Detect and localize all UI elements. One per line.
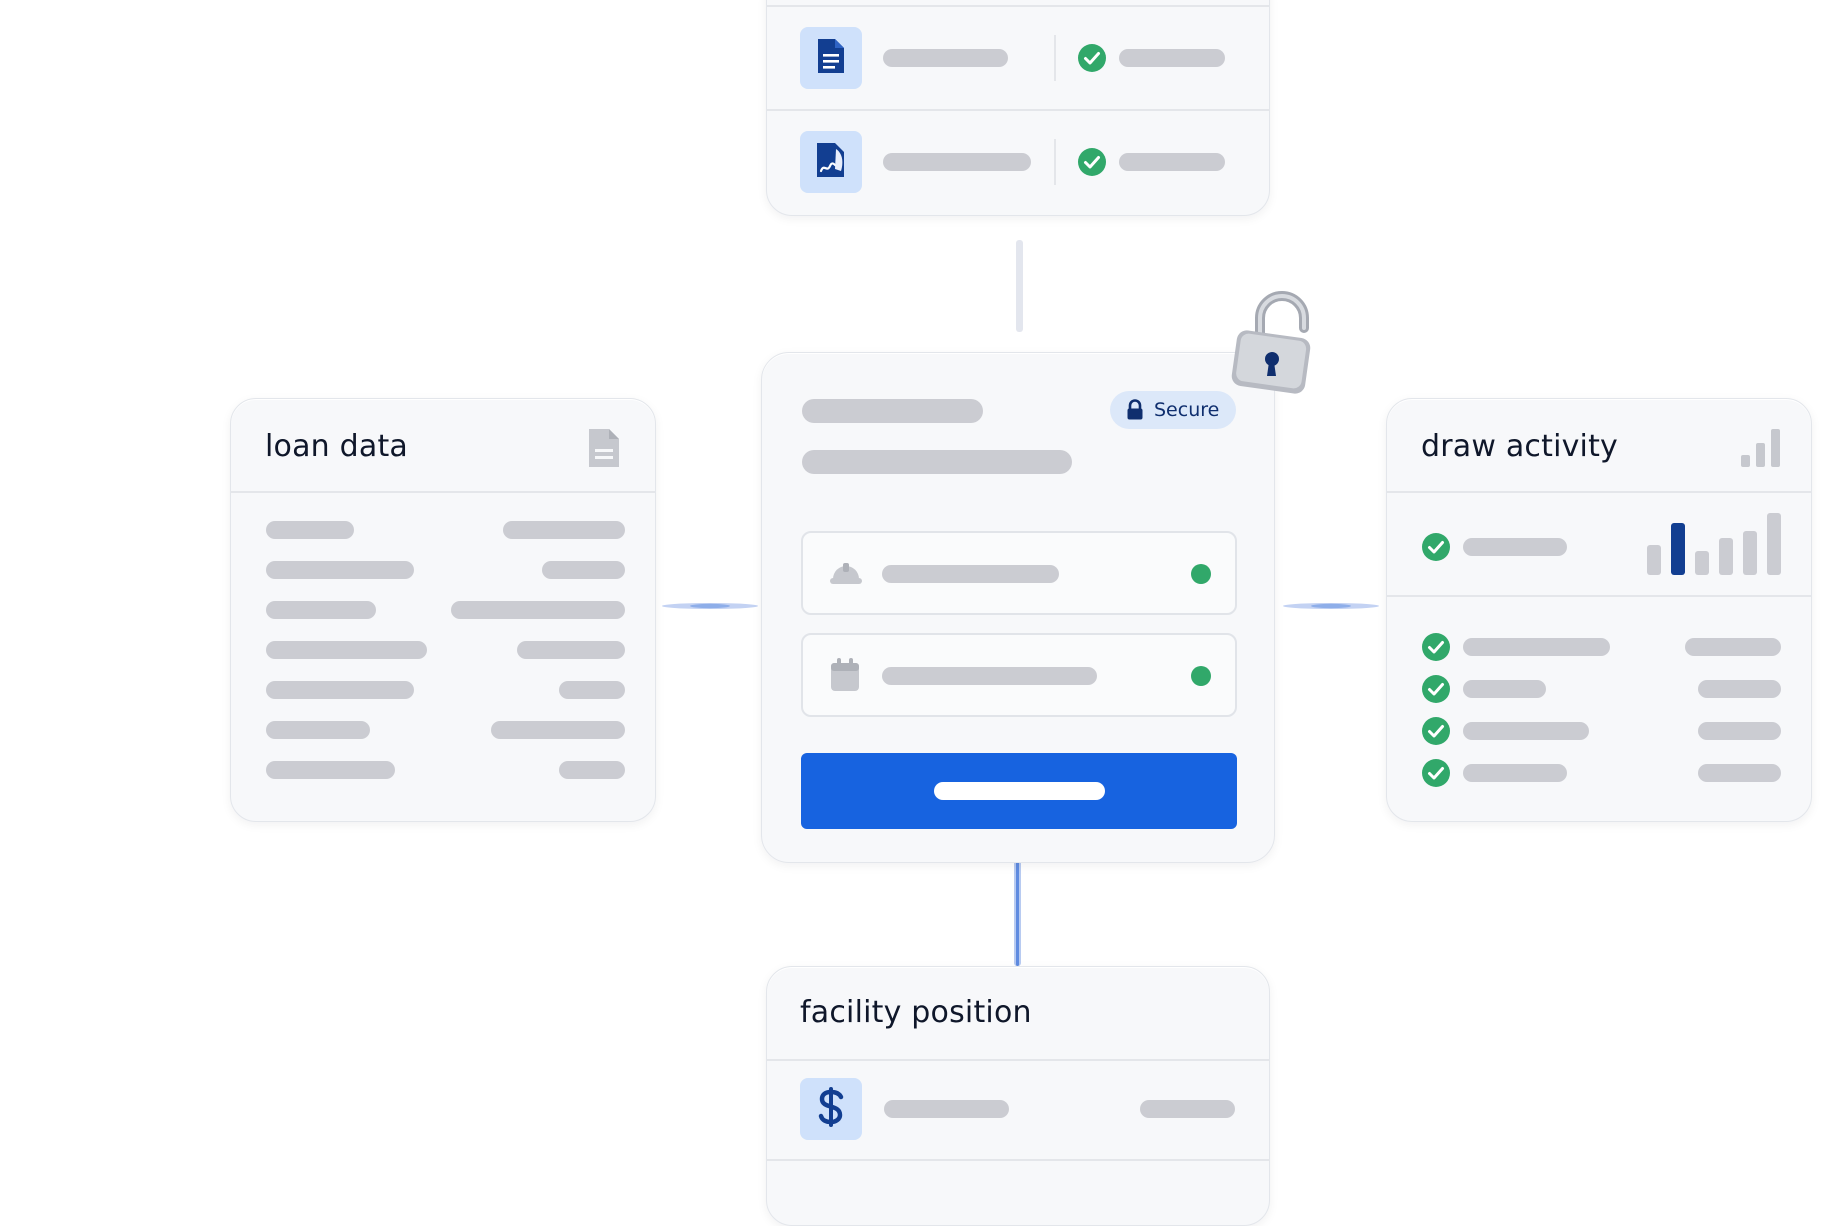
facility-position-divider — [767, 1159, 1269, 1161]
center-title-placeholder — [802, 399, 983, 423]
loan-data-title: loan data — [265, 429, 408, 464]
padlock-icon — [1126, 399, 1144, 421]
connector-right — [1283, 603, 1379, 609]
draw-label-placeholder — [1463, 764, 1567, 782]
draw-label-placeholder — [1463, 722, 1589, 740]
loan-data-value-placeholder — [542, 561, 625, 579]
draw-label-placeholder — [1463, 680, 1546, 698]
loan-data-value-placeholder — [503, 521, 625, 539]
check-circle-icon — [1421, 532, 1451, 562]
draw-summary-placeholder — [1463, 538, 1567, 556]
draw-value-placeholder — [1685, 638, 1781, 656]
draw-activity-divider — [1387, 491, 1811, 493]
loan-data-label-placeholder — [266, 561, 414, 579]
calendar-icon — [829, 657, 861, 697]
loan-data-divider — [231, 491, 655, 493]
check-circle-icon — [1421, 716, 1451, 746]
unlocked-padlock-icon — [1226, 282, 1318, 406]
check-circle-icon — [1077, 147, 1107, 177]
top-row-document-tile — [800, 27, 862, 89]
loan-data-label-placeholder — [266, 761, 395, 779]
loan-data-label-placeholder — [266, 721, 370, 739]
top-row-signed-document-tile — [800, 131, 862, 193]
draw-activity-divider — [1387, 595, 1811, 597]
top-row-status-placeholder — [1119, 153, 1225, 171]
check-circle-icon — [1421, 758, 1451, 788]
top-panel-divider — [767, 5, 1269, 7]
document-icon — [816, 37, 846, 79]
loan-data-value-placeholder — [491, 721, 625, 739]
status-dot — [1191, 666, 1211, 686]
connector-left — [662, 603, 758, 609]
hard-hat-icon — [829, 559, 863, 591]
primary-button-label-placeholder — [934, 782, 1105, 800]
field-value-placeholder — [882, 565, 1059, 583]
loan-data-value-placeholder — [559, 761, 625, 779]
facility-dollar-tile — [800, 1078, 862, 1140]
top-row-separator — [1054, 139, 1056, 185]
loan-data-label-placeholder — [266, 601, 376, 619]
signed-document-icon — [815, 141, 847, 183]
top-panel — [766, 0, 1270, 216]
center-subtitle-placeholder — [802, 450, 1072, 474]
field-row[interactable] — [801, 531, 1237, 615]
loan-data-value-placeholder — [559, 681, 625, 699]
connector-top — [1016, 240, 1023, 332]
facility-value-placeholder — [1140, 1100, 1235, 1118]
check-circle-icon — [1421, 632, 1451, 662]
facility-label-placeholder — [884, 1100, 1009, 1118]
primary-button[interactable] — [801, 753, 1237, 829]
top-row-separator — [1054, 35, 1056, 81]
facility-position-title: facility position — [800, 995, 1032, 1030]
draw-value-placeholder — [1698, 722, 1781, 740]
top-panel-divider — [767, 109, 1269, 111]
loan-data-label-placeholder — [266, 521, 354, 539]
loan-data-value-placeholder — [451, 601, 625, 619]
draw-value-placeholder — [1698, 680, 1781, 698]
facility-position-panel: facility position — [766, 966, 1270, 1226]
draw-label-placeholder — [1463, 638, 1610, 656]
connector-bottom — [1014, 856, 1021, 966]
bar-chart-icon — [1739, 427, 1783, 473]
top-row-status-placeholder — [1119, 49, 1225, 67]
dollar-icon — [817, 1086, 845, 1132]
check-circle-icon — [1421, 674, 1451, 704]
secure-badge-label: Secure — [1154, 399, 1220, 421]
field-value-placeholder — [882, 667, 1097, 685]
status-dot — [1191, 564, 1211, 584]
loan-data-label-placeholder — [266, 681, 414, 699]
field-row[interactable] — [801, 633, 1237, 717]
facility-position-divider — [767, 1059, 1269, 1061]
draw-sparkline-icon — [1647, 513, 1781, 579]
draw-activity-panel: draw activity — [1386, 398, 1812, 822]
draw-value-placeholder — [1698, 764, 1781, 782]
loan-data-label-placeholder — [266, 641, 427, 659]
top-row-label-placeholder — [883, 153, 1031, 171]
top-row-label-placeholder — [883, 49, 1008, 67]
loan-data-value-placeholder — [517, 641, 625, 659]
secure-badge: Secure — [1110, 391, 1236, 429]
center-panel: Secure — [761, 352, 1275, 863]
loan-data-panel: loan data — [230, 398, 656, 822]
check-circle-icon — [1077, 43, 1107, 73]
draw-activity-title: draw activity — [1421, 429, 1619, 464]
document-icon — [587, 427, 621, 473]
